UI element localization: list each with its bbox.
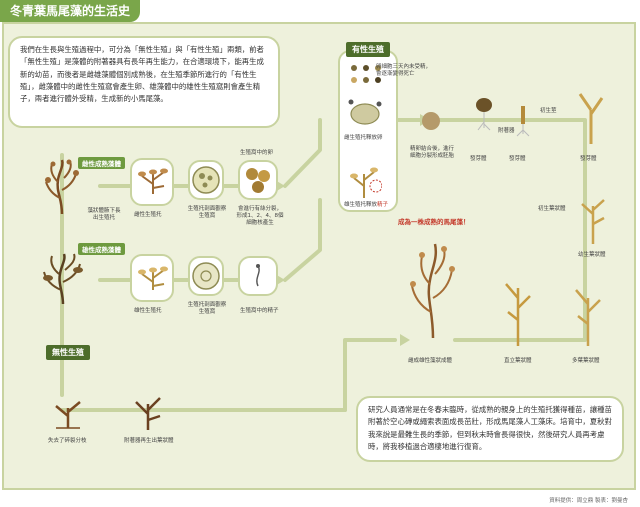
intro-callout: 我們在生長與生殖過程中，可分為「無性生殖」與「有性生殖」兩類，前者「無性生殖」是… bbox=[8, 36, 280, 128]
stem-caption: 初生莖 bbox=[540, 108, 557, 115]
arrow-to-sexual-bottom bbox=[285, 200, 320, 280]
final-mature-caption: 雌成雄性藻狀成體 bbox=[408, 358, 452, 365]
male-release-text: 雄生殖托釋放 bbox=[344, 202, 377, 208]
research-callout: 研究人員通常是在冬春末臨時，從成熟的親身上的生殖托獲得種苗，讓種苗附著於空心磚或… bbox=[356, 396, 624, 462]
germ3-icon bbox=[576, 90, 606, 146]
multi-icon bbox=[570, 278, 606, 348]
sperm-icon bbox=[242, 260, 274, 292]
male-section-caption: 生殖托剖面觀察生殖窩 bbox=[186, 302, 228, 316]
female-receptacle-caption: 雌性生殖托 bbox=[134, 212, 162, 219]
asexual-tag: 無性生殖 bbox=[46, 345, 90, 360]
germ2-caption: 發芽體 bbox=[509, 156, 526, 163]
egg-division-caption: 會進行有絲分裂，形成1、2、4、8個細胞核產生 bbox=[236, 206, 284, 227]
mature-callout: 成為一株成熟的馬尾藻！ bbox=[398, 216, 470, 226]
credit-text: 資料提供：周立鼎 製表：劉曼杏 bbox=[549, 496, 628, 504]
male-receptacle-caption: 雄性生殖托 bbox=[134, 308, 162, 315]
juvenile-icon bbox=[578, 196, 608, 246]
embryo-icon bbox=[420, 110, 442, 132]
regrow-caption: 附著器再生出葉狀體 bbox=[124, 438, 174, 445]
rhizoid-caption: 附著器 bbox=[498, 128, 515, 135]
male-receptacle-icon bbox=[136, 260, 170, 292]
sexual-tag: 有性生殖 bbox=[346, 42, 390, 57]
sperm-red-text: 精子 bbox=[377, 202, 388, 208]
final-mature-icon bbox=[408, 240, 458, 340]
germ1-icon bbox=[474, 96, 494, 132]
multi-caption: 多葉葉狀體 bbox=[572, 358, 600, 365]
leaf-caption: 初生葉狀體 bbox=[538, 206, 566, 213]
female-receptacle-icon bbox=[136, 164, 170, 196]
egg-caption: 生殖窩中的卵 bbox=[240, 150, 273, 157]
sperm-caption: 生殖窩中的精子 bbox=[240, 308, 279, 315]
female-seaweed-icon bbox=[42, 158, 82, 216]
male-release-icon bbox=[346, 160, 382, 200]
male-release-caption: 雄生殖托釋放精子 bbox=[344, 202, 388, 209]
female-release-caption: 雌生殖托釋放卵 bbox=[344, 135, 383, 142]
female-section-caption: 生殖托剖面觀察生殖窩 bbox=[186, 206, 228, 220]
female-release-icon bbox=[345, 96, 385, 132]
male-section-icon bbox=[191, 261, 221, 291]
egg-cells-icon bbox=[242, 164, 274, 196]
intro-text: 我們在生長與生殖過程中，可分為「無性生殖」與「有性生殖」兩類，前者「無性生殖」是… bbox=[20, 44, 268, 105]
juvenile-caption: 幼生葉狀體 bbox=[578, 252, 606, 259]
fertilized-caption: 精卵結合後，進行細胞分裂形成胚胎 bbox=[410, 146, 454, 160]
arrow-to-sexual-top bbox=[285, 120, 320, 186]
fertile-zone-caption: 藻狀體腋下長出生殖托 bbox=[86, 208, 122, 222]
lost-branch-icon bbox=[48, 394, 88, 430]
germ2-icon bbox=[513, 102, 533, 138]
lost-branch-caption: 失去了碎裂分枝 bbox=[48, 438, 87, 445]
erect-icon bbox=[500, 268, 536, 348]
egg-dots-caption: 卵細胞三天內未受精，會逐漸變得死亡 bbox=[376, 64, 434, 78]
female-mature-tag: 雌性成熟藻體 bbox=[78, 157, 125, 169]
male-seaweed-icon bbox=[40, 252, 86, 306]
research-text: 研究人員通常是在冬春末臨時，從成熟的親身上的生殖托獲得種苗，讓種苗附著於空心磚或… bbox=[368, 404, 612, 453]
erect-caption: 直立葉狀體 bbox=[504, 358, 532, 365]
germ3-caption: 發芽體 bbox=[580, 156, 597, 163]
regrow-icon bbox=[128, 388, 168, 432]
germ1-caption: 發芽體 bbox=[470, 156, 487, 163]
female-section-icon bbox=[191, 165, 221, 195]
